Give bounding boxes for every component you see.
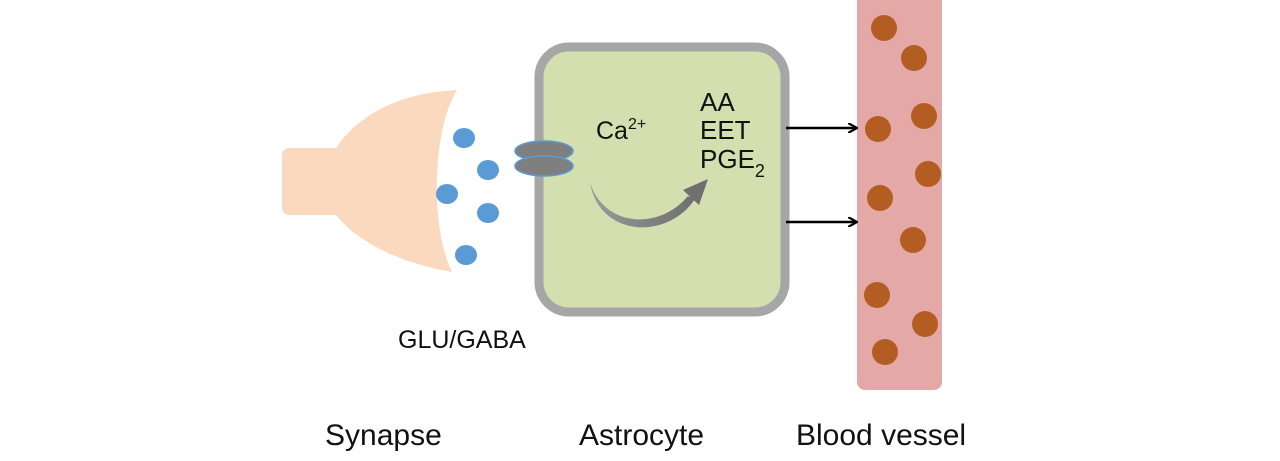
calcium-label: Ca2+ (596, 116, 646, 145)
vesicle (477, 160, 499, 180)
blood-cell (864, 282, 890, 308)
transmitter-label: GLU/GABA (398, 326, 526, 354)
astrocyte-cell (534, 42, 790, 317)
vesicle (453, 128, 475, 148)
blood-cell (871, 15, 897, 41)
vesicle (455, 245, 477, 265)
mediator-pge2: PGE2 (700, 144, 765, 181)
neurotransmitter-vesicles (436, 128, 499, 265)
blood-cell (901, 45, 927, 71)
mediator-aa: AA (700, 87, 735, 117)
astrocyte-body (534, 42, 790, 317)
cycle-arrow-body (590, 183, 695, 228)
blood-vessel (857, 0, 942, 390)
blood-cell (872, 339, 898, 365)
vesicle (477, 203, 499, 223)
cycle-arrow-head (683, 179, 708, 205)
blood-cell (912, 311, 938, 337)
synapse-terminal (282, 90, 457, 272)
blood-cell (915, 161, 941, 187)
synapse-caption: Synapse (325, 419, 442, 452)
synapse-shape (282, 90, 457, 272)
blood-vessel-caption: Blood vessel (796, 419, 966, 452)
blood-cell (911, 103, 937, 129)
blood-cell (867, 185, 893, 211)
blood-cell (865, 116, 891, 142)
receptor (514, 140, 574, 177)
receptor-disc-bottom (514, 155, 574, 177)
signaling-cycle-arrow (590, 179, 708, 228)
mediator-arrows (786, 128, 856, 222)
blood-cell (900, 227, 926, 253)
mediator-eet: EET (700, 115, 751, 145)
vesicle (436, 184, 458, 204)
astrocyte-caption: Astrocyte (579, 419, 704, 452)
